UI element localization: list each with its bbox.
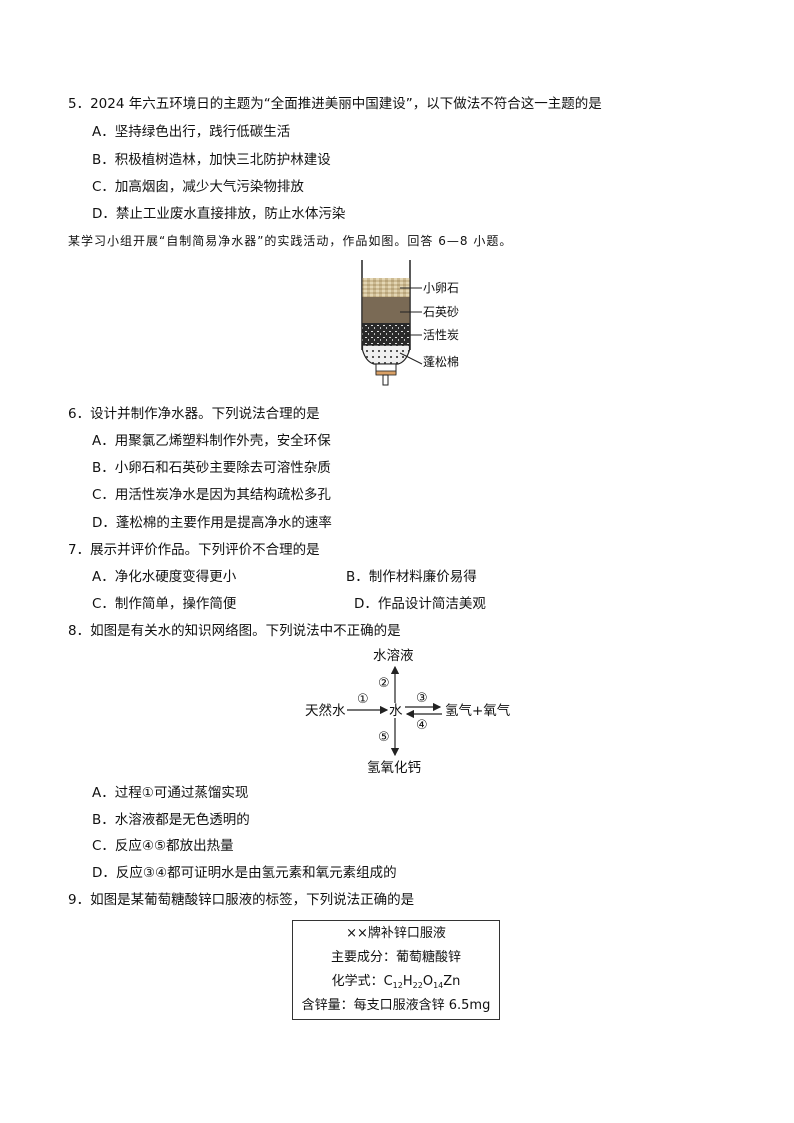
water-filter-figure: 小卵石 石英砂 活性炭 蓬松棉	[340, 258, 480, 388]
formula-element-c: C	[383, 974, 393, 989]
formula-element-zn: Zn	[443, 974, 461, 989]
q7-option-d: D．作品设计简洁美观	[354, 596, 486, 612]
node-water: 水	[389, 703, 403, 719]
q5-option-d: D．禁止工业废水直接排放，防止水体污染	[92, 206, 346, 222]
q6-option-b: B．小卵石和石英砂主要除去可溶性杂质	[92, 460, 331, 476]
network-arrows	[347, 665, 442, 757]
q7-option-a: A．净化水硬度变得更小	[92, 569, 237, 585]
q6-option-c: C．用活性炭净水是因为其结构疏松多孔	[92, 487, 331, 503]
q6-option-a: A．用聚氯乙烯塑料制作外壳，安全环保	[92, 433, 331, 449]
q7-option-b: B．制作材料廉价易得	[346, 569, 477, 585]
q5-option-b: B．积极植树造林，加快三北防护林建设	[92, 152, 331, 168]
q9-stem: 9．如图是某葡萄糖酸锌口服液的标签，下列说法正确的是	[68, 892, 415, 908]
q8-option-b: B．水溶液都是无色透明的	[92, 812, 250, 828]
label-ingredient: 主要成分：葡萄糖酸锌	[330, 950, 461, 965]
node-calcium-hydroxide: 氢氧化钙	[367, 760, 421, 776]
formula-element-o: O	[422, 974, 434, 989]
q8-option-c: C．反应④⑤都放出热量	[92, 838, 234, 854]
mark-2: ②	[378, 676, 390, 691]
label-cotton: 蓬松棉	[423, 355, 460, 369]
node-aqueous-solution: 水溶液	[373, 648, 414, 664]
q7-stem: 7．展示并评价作品。下列评价不合理的是	[68, 542, 320, 558]
mark-5: ⑤	[378, 730, 390, 745]
water-filter-drawing	[361, 260, 423, 386]
q5-option-a: A．坚持绿色出行，践行低碳生活	[92, 124, 291, 140]
formula-sub-o: 14	[433, 981, 444, 990]
product-label-box: ××牌补锌口服液 主要成分：葡萄糖酸锌 化学式：C12H22O14Zn 含锌量：…	[292, 920, 500, 1020]
label-activated-carbon: 活性炭	[423, 328, 460, 342]
q8-stem: 8．如图是有关水的知识网络图。下列说法中不正确的是	[68, 623, 401, 639]
node-natural-water: 天然水	[305, 703, 346, 719]
intro-6-8: 某学习小组开展“自制简易净水器”的实践活动，作品如图。回答 6—8 小题。	[68, 234, 513, 248]
label-formula: 化学式：C12H22O14Zn	[293, 970, 499, 993]
q7-option-c: C．制作简单，操作简便	[92, 596, 237, 612]
node-hydrogen-oxygen: 氢气+氧气	[445, 703, 511, 719]
formula-sub-h: 22	[412, 981, 423, 990]
q8-option-a: A．过程①可通过蒸馏实现	[92, 785, 249, 801]
q8-option-d: D．反应③④都可证明水是由氢元素和氧元素组成的	[92, 865, 397, 881]
q5-stem: 5．2024 年六五环境日的主题为“全面推进美丽中国建设”，以下做法不符合这一主…	[68, 96, 602, 112]
mark-3: ③	[416, 691, 428, 706]
q5-option-c: C．加高烟囱，减少大气污染物排放	[92, 179, 304, 195]
mark-4: ④	[416, 718, 428, 733]
water-network-diagram: 水溶液 天然水 水 氢气+氧气 氢氧化钙 ① ② ③ ④ ⑤	[295, 645, 525, 780]
formula-element-h: H	[402, 974, 413, 989]
formula-prefix: 化学式：	[331, 974, 384, 989]
label-zinc-content: 含锌量：每支口服液含锌 6.5mg	[301, 998, 491, 1013]
q6-stem: 6．设计并制作净水器。下列说法合理的是	[68, 406, 320, 422]
label-pebbles: 小卵石	[423, 281, 460, 295]
mark-1: ①	[357, 692, 369, 707]
formula-sub-c: 12	[392, 981, 403, 990]
label-title: ××牌补锌口服液	[346, 926, 446, 941]
label-quartz-sand: 石英砂	[423, 305, 460, 319]
q6-option-d: D．蓬松棉的主要作用是提高净水的速率	[92, 515, 332, 531]
